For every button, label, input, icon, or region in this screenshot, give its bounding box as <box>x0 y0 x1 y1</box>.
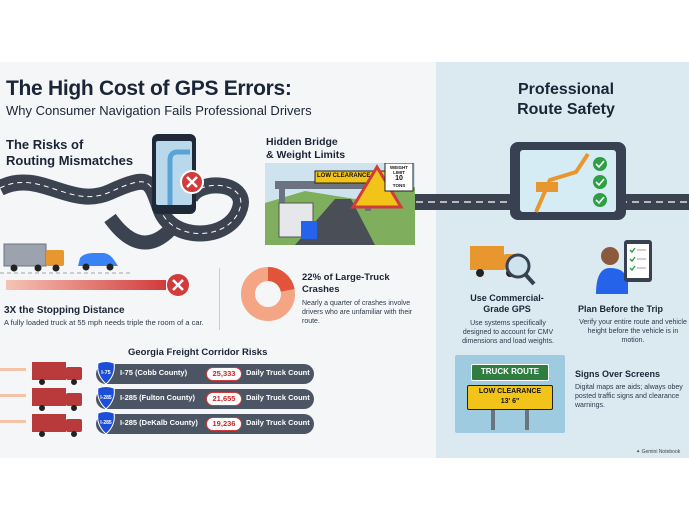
truck-icon-3 <box>0 414 82 437</box>
bridge-heading: Hidden Bridge & Weight Limits <box>266 136 376 162</box>
commercial-gps-description: Use systems specifically designed to acc… <box>462 320 554 345</box>
stopping-distance-description: A fully loaded truck at 55 mph needs tri… <box>4 318 204 327</box>
interstate-shield-icon <box>97 411 115 435</box>
commercial-gps-device-icon <box>510 142 626 220</box>
truck-magnifier-icon <box>470 246 536 286</box>
sparkle-icon: ✦ <box>636 449 641 455</box>
interstate-shield-icon <box>97 386 115 410</box>
safety-heading-line1: Professional <box>517 81 615 98</box>
crash-percent-donut <box>241 267 295 321</box>
plan-route-person-icon <box>596 240 652 294</box>
low-clearance-sign: LOW CLEARANCE 13' 6" <box>467 385 553 410</box>
signs-over-screens-title: Signs Over Screens <box>575 369 661 379</box>
low-clearance-sign-text: LOW CLEARANCE <box>317 173 371 179</box>
sign-post <box>525 410 529 430</box>
risks-heading: The Risks of Routing Mismatches <box>6 137 136 169</box>
corridor-row-count: 19,236 <box>206 417 242 431</box>
corridor-heading: Georgia Freight Corridor Risks <box>128 347 268 358</box>
crash-stat-title-line1: 22% of Large-Truck <box>302 272 390 283</box>
truck-route-sign: TRUCK ROUTE <box>471 364 549 381</box>
weight-limit-sign: WEIGHT LIMIT 10 TONS <box>386 165 412 188</box>
corridor-row: I-285 I-285 (DeKalb County) 19,236 Daily… <box>96 411 314 435</box>
bridge-heading-line1: Hidden Bridge <box>266 136 338 148</box>
corridor-row-name: I-285 (Fulton County) <box>120 393 195 402</box>
weight-sign-value: 10 <box>395 175 403 182</box>
corridor-row: I-75 I-75 (Cobb County) 25,333 Daily Tru… <box>96 361 314 385</box>
credit-text: Gemini Notebook <box>641 449 681 455</box>
crash-stat-title-line2: Crashes <box>302 284 340 295</box>
crash-stat-title: 22% of Large-Truck Crashes <box>302 272 432 296</box>
stopping-distance-title: 3X the Stopping Distance <box>4 305 125 316</box>
corridor-row-count: 21,655 <box>206 392 242 406</box>
crash-stat-description: Nearly a quarter of crashes involve driv… <box>302 300 413 325</box>
page-title: The High Cost of GPS Errors: <box>6 77 292 100</box>
corridor-row: I-285 I-285 (Fulton County) 21,655 Daily… <box>96 386 314 410</box>
low-clearance-sign-line1: LOW CLEARANCE <box>478 388 542 395</box>
weight-sign-unit: TONS <box>392 183 406 188</box>
commercial-gps-title-line2: Grade GPS <box>483 304 531 314</box>
commercial-gps-title-line1: Use Commercial- <box>470 293 544 303</box>
crash-percent-arc <box>241 267 295 321</box>
weight-sign-line1: WEIGHT <box>390 165 408 170</box>
truck-icon-2 <box>0 388 82 411</box>
shield-text: I-285 <box>100 420 112 426</box>
sign-post <box>491 410 495 430</box>
road-signs-illustration: TRUCK ROUTE LOW CLEARANCE 13' 6" <box>455 355 565 433</box>
corridor-row-label: Daily Truck Count <box>246 368 310 377</box>
bridge-heading-line2: & Weight Limits <box>266 149 346 161</box>
bridge-scene-illustration <box>265 163 415 245</box>
safety-heading: Professional Route Safety <box>478 80 654 120</box>
commercial-gps-title: Use Commercial- Grade GPS <box>462 293 552 315</box>
interstate-shield-icon <box>97 361 115 385</box>
page-subtitle: Why Consumer Navigation Fails Profession… <box>6 103 312 118</box>
corridor-row-name: I-285 (DeKalb County) <box>120 418 198 427</box>
risks-heading-line2: Routing Mismatches <box>6 153 134 168</box>
corridor-row-name: I-75 (Cobb County) <box>120 368 188 377</box>
shield-text: I-75 <box>101 370 111 376</box>
signs-over-screens-description: Digital maps are aids; always obey poste… <box>575 384 683 409</box>
risks-heading-line1: The Risks of <box>6 137 84 152</box>
phone-gps-error-icon <box>152 134 204 214</box>
stopping-distance-illustration <box>0 243 189 296</box>
corridor-row-label: Daily Truck Count <box>246 393 310 402</box>
corridor-row-count: 25,333 <box>206 367 242 381</box>
weight-sign-line2: LIMIT <box>393 170 405 175</box>
plan-trip-title: Plan Before the Trip <box>578 304 664 314</box>
truck-icon-1 <box>0 362 82 385</box>
truck-fleet-illustration <box>0 362 82 437</box>
plan-trip-description: Verify your entire route and vehicle hei… <box>579 319 687 344</box>
corridor-row-label: Daily Truck Count <box>246 418 310 427</box>
credit-label: ✦ Gemini Notebook <box>636 449 680 455</box>
safety-heading-line2: Route Safety <box>517 101 615 118</box>
shield-text: I-285 <box>100 395 112 401</box>
low-clearance-sign-line2: 13' 6" <box>500 398 520 405</box>
section-divider <box>219 268 220 330</box>
